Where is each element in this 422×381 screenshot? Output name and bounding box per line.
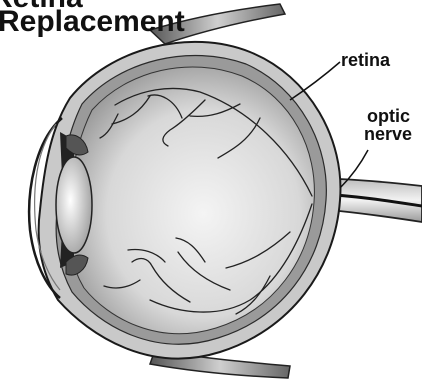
lens: [56, 157, 92, 253]
label-retina: retina: [341, 51, 390, 69]
label-optic-nerve-line2: nerve: [364, 125, 412, 143]
retina-pointer: [290, 62, 340, 100]
label-optic-nerve-line1: optic: [367, 107, 410, 125]
title-line-2: Replacement: [0, 7, 185, 37]
